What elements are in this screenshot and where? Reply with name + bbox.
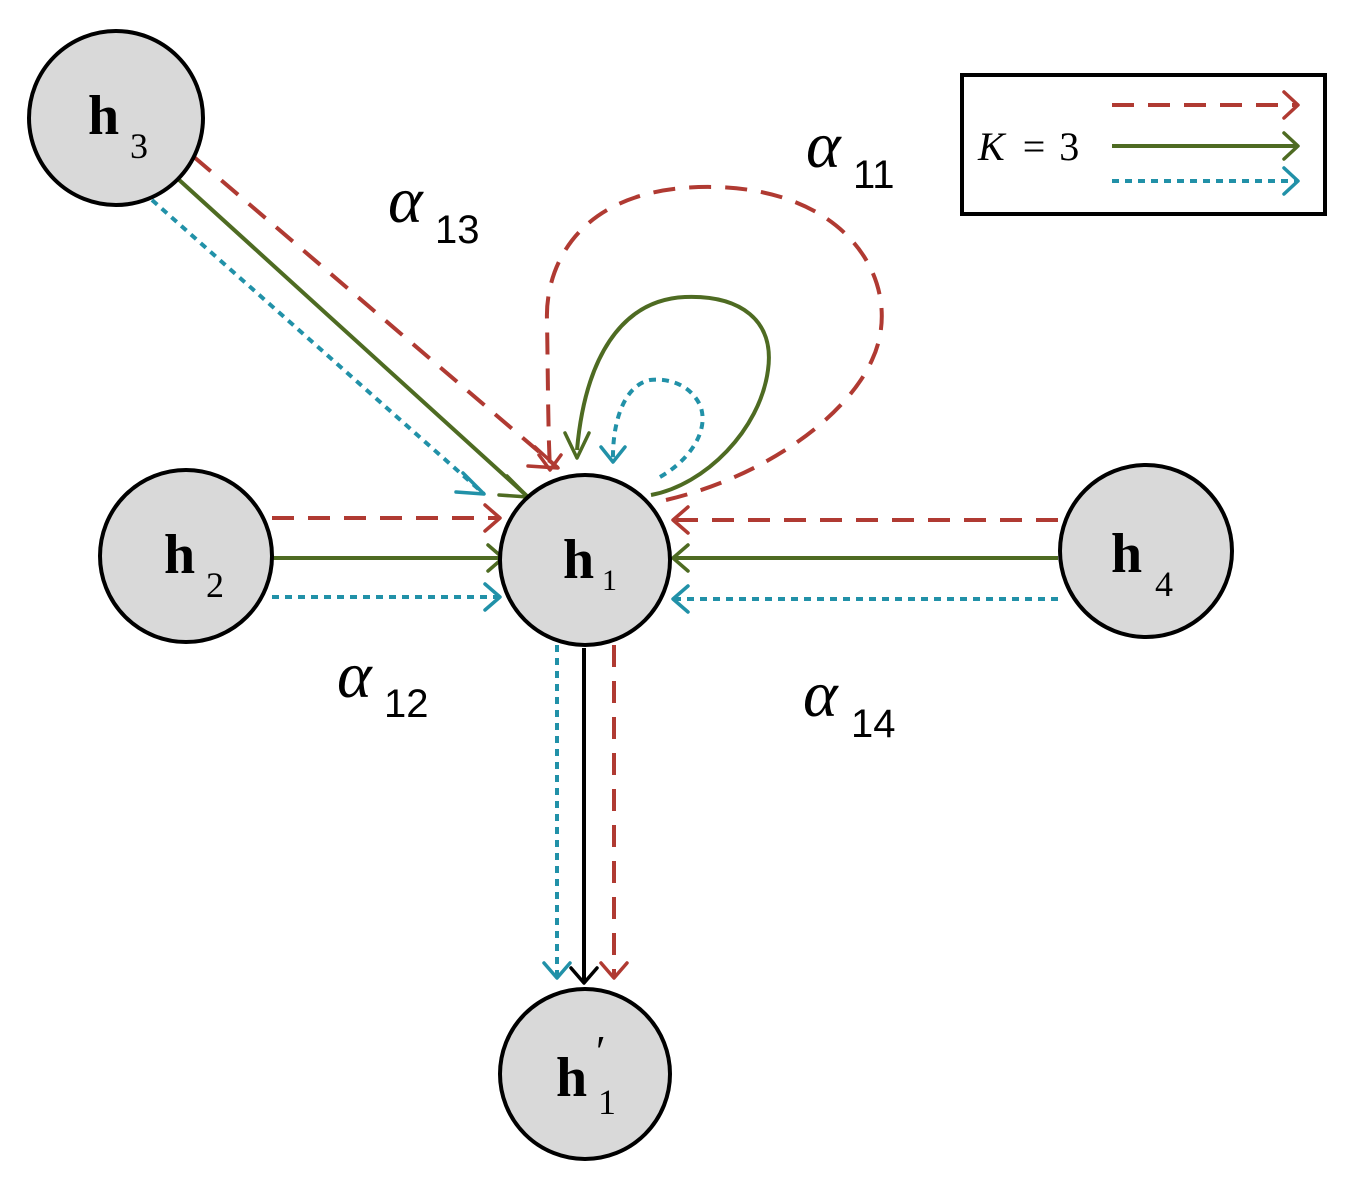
alpha-14-subscript: 14 bbox=[851, 702, 896, 746]
node-h2-subscript: 2 bbox=[206, 565, 224, 605]
node-h3-symbol: h bbox=[88, 85, 119, 147]
label-alpha-13: α 13 bbox=[388, 164, 480, 252]
edge-h3-h1-head3 bbox=[150, 198, 486, 496]
legend-variable: K bbox=[977, 124, 1007, 169]
self-loop-head3 bbox=[610, 377, 705, 479]
legend-head2-arrowhead bbox=[1282, 131, 1300, 161]
arrowhead-h1-h1prime-head3 bbox=[542, 961, 572, 980]
alpha-14-symbol: α bbox=[803, 658, 839, 731]
node-h1-prime: h ′ 1 bbox=[498, 987, 672, 1161]
node-h3-subscript: 3 bbox=[130, 126, 148, 166]
edges-h2-to-h1 bbox=[272, 503, 505, 612]
label-alpha-11: α 11 bbox=[806, 109, 895, 197]
arrowhead-h1-h1prime-output bbox=[569, 966, 599, 985]
alpha-12-subscript: 12 bbox=[384, 682, 429, 726]
alpha-12-symbol: α bbox=[337, 639, 373, 712]
node-h1prime-symbol: h bbox=[556, 1047, 587, 1109]
arrowhead-h4-h1-head1 bbox=[671, 505, 690, 535]
node-h2-symbol: h bbox=[164, 524, 195, 586]
node-h2: h 2 bbox=[98, 468, 274, 644]
node-h1prime-subscript: 1 bbox=[598, 1082, 616, 1122]
node-h1: h 1 bbox=[498, 473, 672, 647]
self-loop-head1 bbox=[544, 184, 884, 502]
arrowhead-h2-h1-head3 bbox=[483, 582, 502, 612]
arrowhead-h3-h1-head3 bbox=[454, 471, 486, 496]
alpha-11-symbol: α bbox=[806, 109, 842, 182]
node-h3: h 3 bbox=[27, 29, 205, 207]
node-h4-subscript: 4 bbox=[1155, 564, 1173, 604]
edges-h4-to-h1 bbox=[671, 505, 1058, 614]
label-alpha-12: α 12 bbox=[337, 639, 429, 726]
arrowhead-h2-h1-head1 bbox=[483, 503, 502, 533]
alpha-11-subscript: 11 bbox=[853, 153, 895, 197]
self-loop-head2 bbox=[575, 294, 771, 497]
edges-h1-to-h1prime bbox=[542, 645, 629, 985]
node-h1-symbol: h bbox=[563, 529, 594, 591]
legend-label: K = 3 bbox=[977, 124, 1079, 169]
arrowhead-h3-h1-head1 bbox=[526, 445, 560, 470]
arrowhead-h4-h1-head2 bbox=[671, 543, 690, 573]
arrowhead-self-loop-head1 bbox=[537, 453, 563, 472]
edges-h1-self-loops bbox=[537, 184, 884, 502]
label-alpha-14: α 14 bbox=[803, 658, 896, 746]
arrowhead-self-loop-head3 bbox=[599, 445, 627, 464]
arrowhead-self-loop-head2 bbox=[563, 431, 591, 460]
arrowhead-h4-h1-head3 bbox=[671, 584, 690, 614]
edge-h3-h1-head1 bbox=[192, 155, 560, 470]
legend: K = 3 bbox=[960, 73, 1327, 216]
legend-value: 3 bbox=[1059, 124, 1079, 169]
node-h1prime-prime: ′ bbox=[596, 1027, 606, 1076]
alpha-13-symbol: α bbox=[388, 164, 424, 237]
node-h4: h 4 bbox=[1058, 463, 1234, 639]
legend-equals: = bbox=[1023, 124, 1046, 169]
arrowhead-h1-h1prime-head1 bbox=[599, 961, 629, 980]
legend-head1-arrowhead bbox=[1282, 90, 1300, 120]
node-h1-subscript: 1 bbox=[602, 564, 617, 597]
edges-h3-to-h1 bbox=[150, 155, 560, 499]
node-h4-symbol: h bbox=[1111, 523, 1142, 585]
edge-h3-h1-head2 bbox=[175, 176, 530, 499]
alpha-13-subscript: 13 bbox=[435, 208, 480, 252]
legend-head3-arrowhead bbox=[1282, 166, 1300, 196]
